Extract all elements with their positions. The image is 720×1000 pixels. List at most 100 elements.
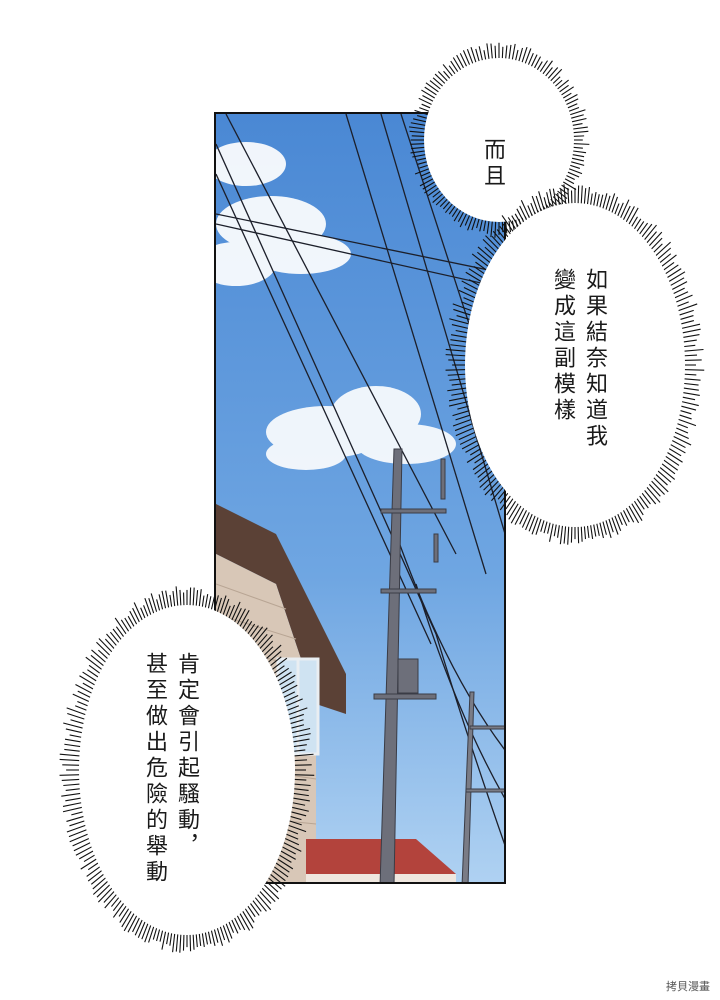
emphasis-line	[477, 251, 492, 265]
emphasis-line	[682, 369, 705, 371]
emphasis-line	[459, 211, 468, 228]
emphasis-line	[455, 413, 473, 421]
emphasis-line	[649, 479, 665, 495]
emphasis-line	[72, 693, 91, 703]
emphasis-line	[569, 114, 584, 120]
emphasis-line	[453, 308, 473, 317]
emphasis-line	[490, 43, 494, 61]
emphasis-line	[580, 524, 583, 542]
emphasis-line	[272, 865, 289, 878]
emphasis-line	[647, 482, 661, 497]
emphasis-line	[527, 205, 534, 218]
bubble-1-text: 而且	[476, 138, 508, 190]
emphasis-line	[243, 906, 255, 923]
emphasis-line	[63, 783, 82, 787]
emphasis-line	[182, 932, 185, 951]
emphasis-line	[169, 594, 173, 609]
emphasis-line	[418, 97, 434, 106]
emphasis-line	[292, 774, 315, 776]
emphasis-line	[667, 271, 686, 283]
emphasis-line	[627, 504, 640, 524]
emphasis-line	[233, 916, 241, 931]
emphasis-line	[283, 695, 299, 703]
emphasis-line	[670, 281, 688, 291]
emphasis-line	[255, 633, 268, 648]
emphasis-line	[570, 524, 573, 543]
emphasis-line	[411, 135, 427, 137]
emphasis-line	[682, 348, 704, 352]
speech-bubble-3	[59, 586, 315, 953]
speech-bubble-1	[408, 42, 590, 238]
emphasis-line	[607, 516, 614, 533]
emphasis-line	[622, 508, 630, 523]
emphasis-line	[452, 303, 474, 312]
emphasis-line	[158, 594, 164, 612]
emphasis-line	[235, 608, 246, 627]
emphasis-line	[485, 235, 501, 251]
emphasis-line	[494, 219, 497, 238]
emphasis-line	[253, 627, 268, 645]
emphasis-line	[222, 923, 230, 943]
emphasis-line	[638, 494, 649, 509]
emphasis-line	[450, 334, 469, 339]
emphasis-line	[511, 43, 516, 62]
emphasis-line	[671, 287, 685, 295]
emphasis-line	[291, 797, 310, 802]
emphasis-line	[66, 815, 86, 822]
emphasis-line	[516, 208, 526, 224]
emphasis-line	[452, 409, 472, 417]
emphasis-line	[478, 46, 484, 63]
emphasis-line	[514, 506, 526, 525]
emphasis-line	[675, 422, 688, 429]
emphasis-line	[92, 876, 108, 890]
emphasis-line	[292, 788, 309, 791]
emphasis-line	[570, 157, 585, 162]
cloud-upper	[216, 142, 351, 286]
emphasis-line	[152, 926, 158, 940]
emphasis-line	[535, 516, 543, 535]
emphasis-line	[272, 665, 285, 675]
emphasis-line	[510, 504, 523, 524]
emphasis-line	[630, 501, 643, 521]
emphasis-line	[134, 918, 144, 936]
emphasis-line	[71, 810, 85, 816]
emphasis-line	[465, 271, 483, 283]
emphasis-line	[198, 931, 202, 946]
emphasis-line	[287, 819, 302, 826]
emphasis-line	[571, 130, 589, 134]
emphasis-line	[508, 501, 520, 520]
emphasis-line	[680, 328, 701, 334]
emphasis-line	[632, 499, 644, 516]
emphasis-line	[435, 194, 447, 206]
emphasis-line	[465, 443, 482, 453]
emphasis-line	[483, 218, 487, 232]
emphasis-line	[445, 354, 468, 357]
emphasis-line	[264, 879, 279, 893]
emphasis-line	[466, 451, 485, 463]
emphasis-line	[679, 320, 695, 325]
emphasis-line	[195, 590, 199, 608]
emphasis-line	[571, 135, 585, 137]
emphasis-line	[668, 277, 685, 287]
emphasis-line	[132, 607, 141, 624]
emphasis-line	[543, 197, 549, 211]
emphasis-line	[531, 195, 540, 215]
emphasis-line	[432, 77, 445, 88]
emphasis-line	[457, 210, 465, 223]
emphasis-line	[201, 595, 205, 609]
emphasis-line	[671, 435, 692, 446]
emphasis-line	[451, 391, 469, 396]
emphasis-line	[241, 618, 249, 631]
emphasis-line	[468, 268, 485, 279]
emphasis-line	[649, 237, 663, 251]
emphasis-line	[286, 707, 308, 716]
emphasis-line	[266, 650, 282, 664]
emphasis-line	[410, 122, 428, 127]
emphasis-line	[451, 382, 468, 386]
emphasis-line	[682, 344, 696, 348]
emphasis-line	[642, 224, 657, 242]
emphasis-line	[563, 184, 567, 206]
emphasis-line	[564, 98, 579, 106]
emphasis-line	[175, 586, 179, 608]
emphasis-line	[121, 909, 133, 928]
